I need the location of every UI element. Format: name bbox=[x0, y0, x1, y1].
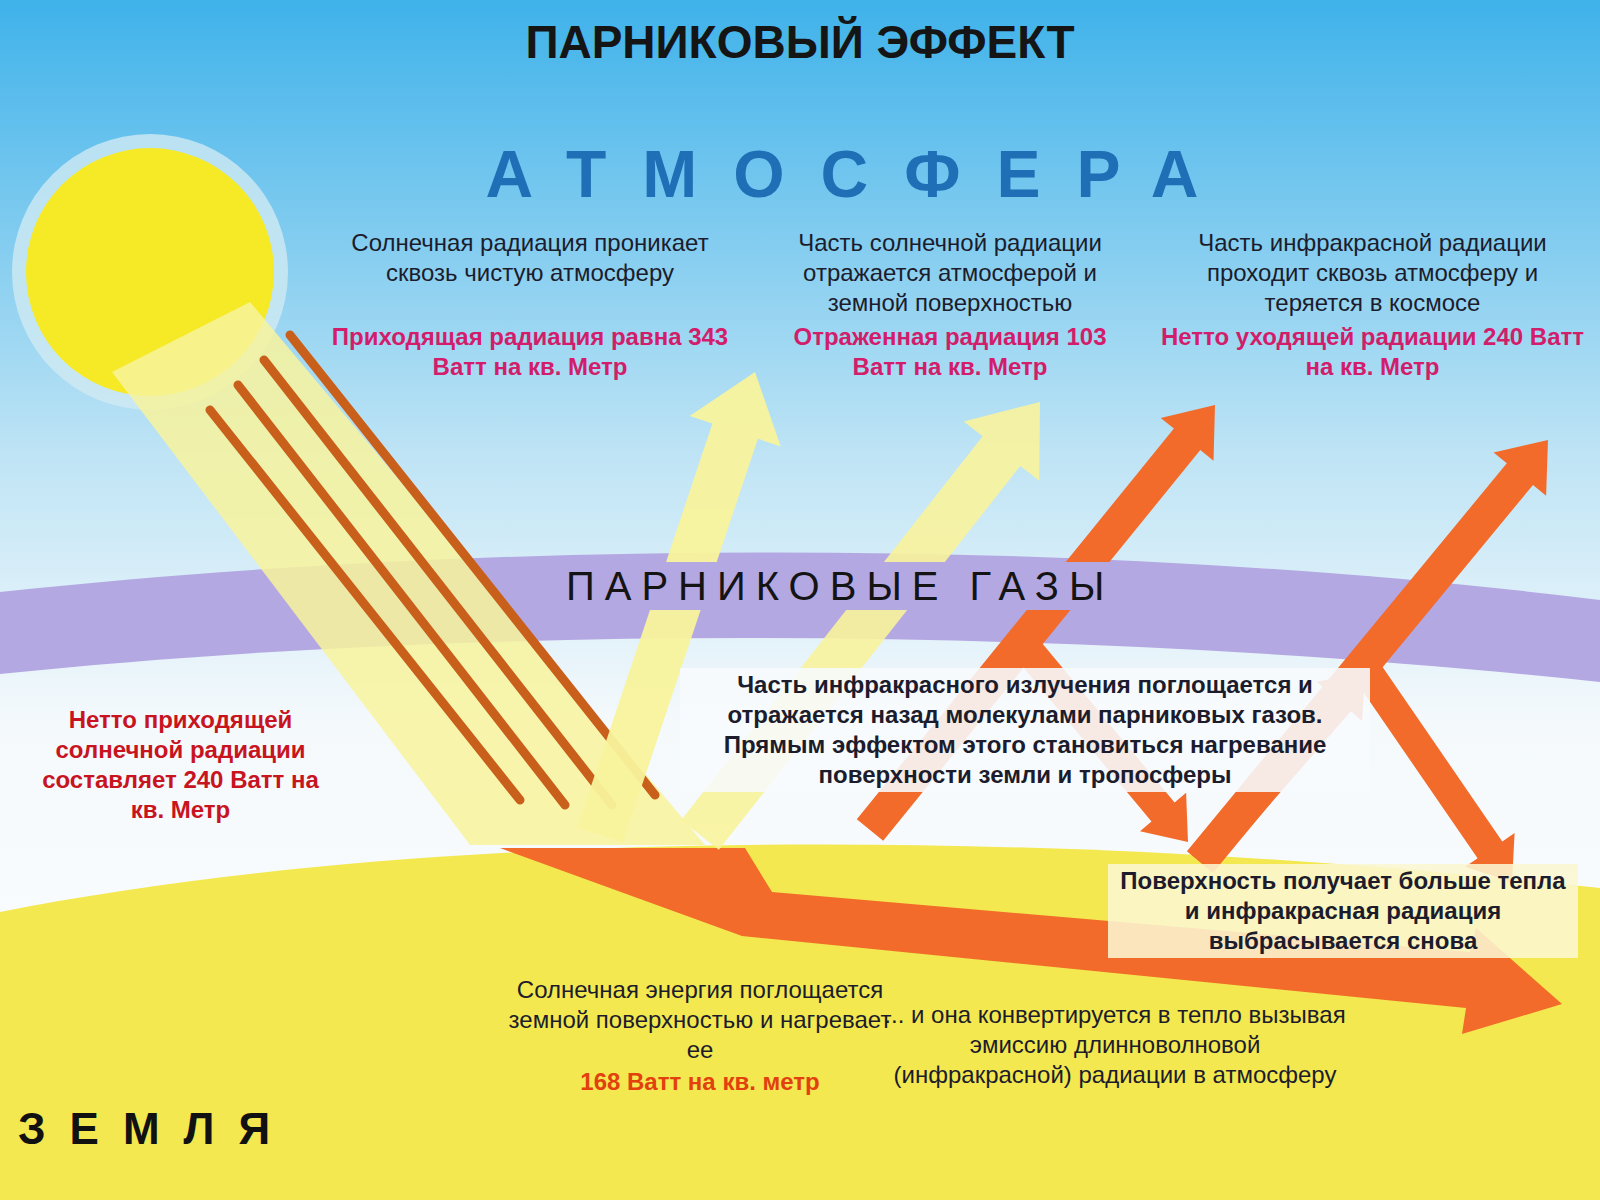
description-text: ... и она конвертируется в тепло вызывая… bbox=[880, 1000, 1350, 1090]
description-text: Часть солнечной радиации отражается атмо… bbox=[770, 228, 1130, 318]
description-text: Солнечная радиация проникает сквозь чист… bbox=[330, 228, 730, 288]
earth-region-fill bbox=[0, 845, 1600, 1200]
description-text: Часть инфракрасной радиации проходит скв… bbox=[1160, 228, 1585, 318]
greenhouse-gas-band-label: ПАРНИКОВЫЕ ГАЗЫ bbox=[560, 562, 1120, 610]
process-note: Часть инфракрасного излучения поглощаетс… bbox=[680, 668, 1370, 792]
flux-value: Нетто уходящей радиации 240 Ватт на кв. … bbox=[1160, 322, 1585, 382]
diagram-title: ПАРНИКОВЫЙ ЭФФЕКТ bbox=[300, 14, 1300, 70]
flux-value: Отраженная радиация 103 Ватт на кв. Метр bbox=[770, 322, 1130, 382]
flux-value: Нетто приходящей солнечной радиации сост… bbox=[28, 705, 333, 825]
process-note: Поверхность получает больше тепла и инфр… bbox=[1108, 864, 1578, 958]
flux-value: 168 Ватт на кв. метр bbox=[500, 1067, 900, 1097]
flux-value: Приходящая радиация равна 343 Ватт на кв… bbox=[330, 322, 730, 382]
atmosphere-region-label: АТМОСФЕРА bbox=[330, 136, 1390, 212]
earth-region-label: ЗЕМЛЯ bbox=[18, 1102, 294, 1156]
description-text: Солнечная энергия поглощается земной пов… bbox=[500, 975, 900, 1065]
atmosphere-region: АТМОСФЕРА bbox=[330, 128, 1390, 218]
radiation-arrow bbox=[1353, 660, 1515, 883]
solar-rays bbox=[210, 335, 655, 805]
radiation-arrow bbox=[1187, 440, 1548, 873]
